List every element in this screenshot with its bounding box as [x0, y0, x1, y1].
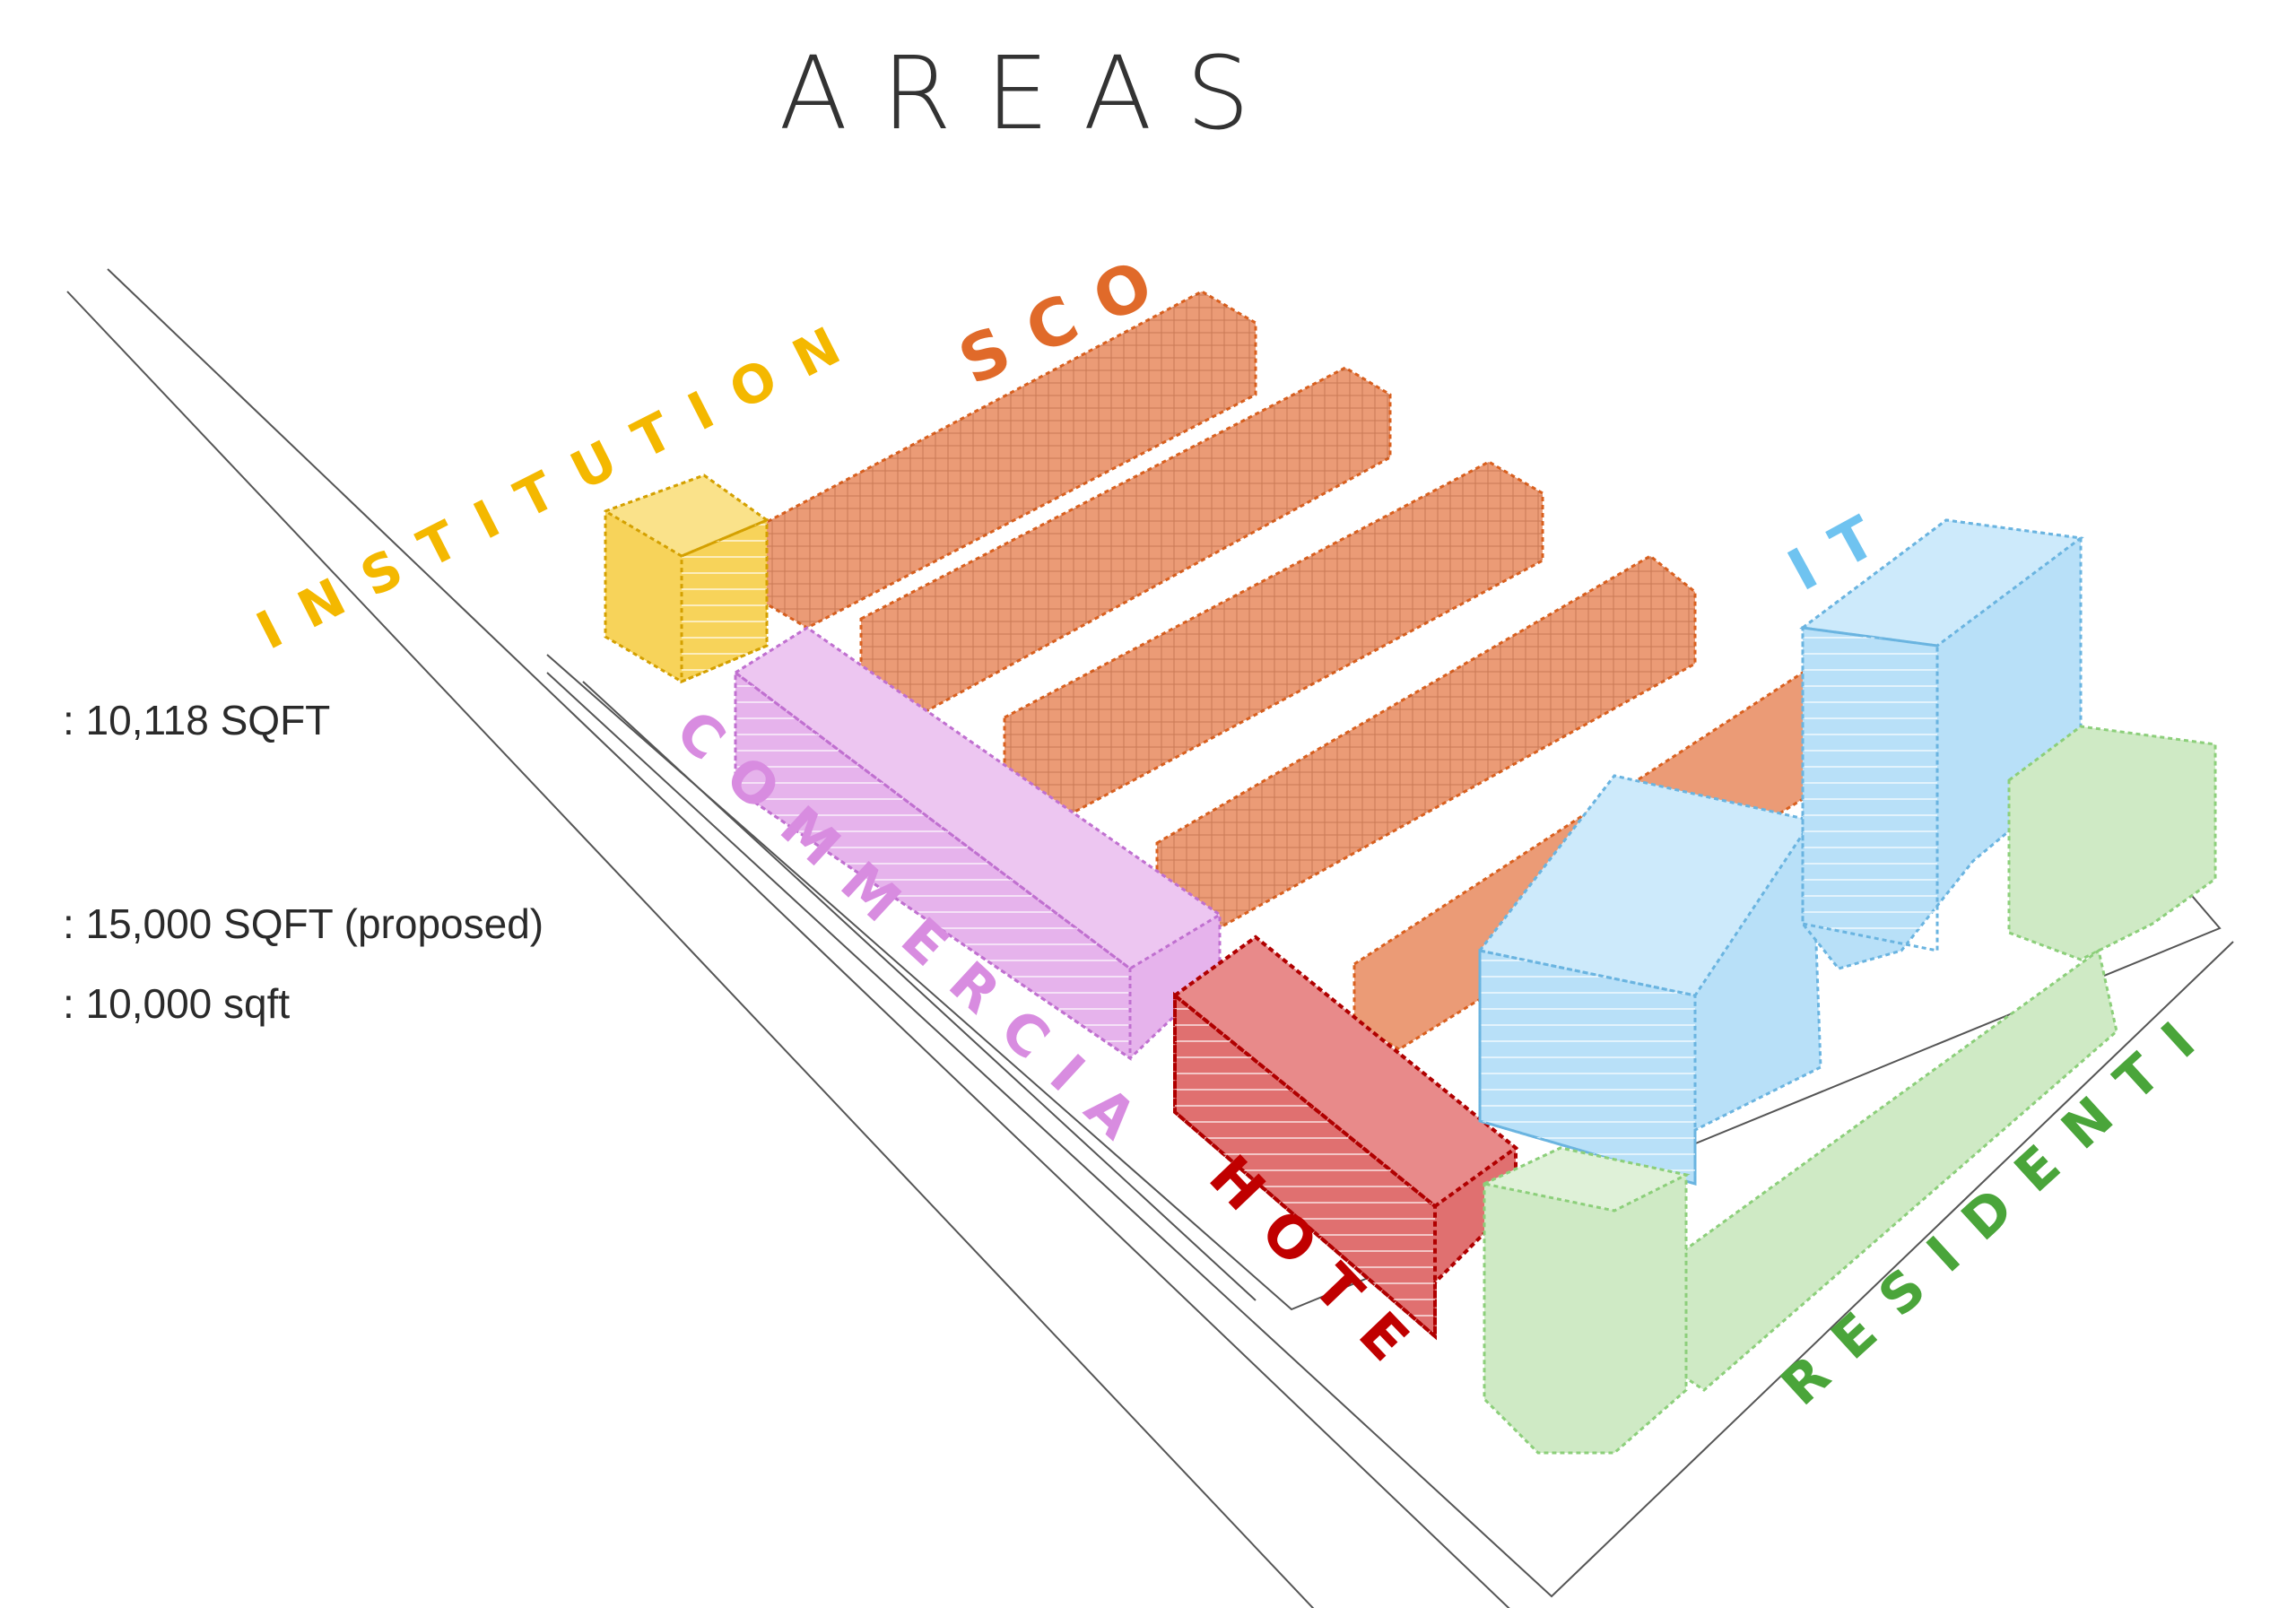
residential-tower-right: [2007, 725, 2217, 961]
service-lane: [582, 681, 1257, 1301]
area-note-2: : 15,000 SQFT (proposed): [63, 900, 544, 947]
institutional-block: [602, 474, 770, 684]
commercial-block: [733, 626, 1222, 1061]
plot-boundary-2: [546, 672, 2234, 1598]
residential-blocks: [1480, 725, 2217, 1455]
residential-slab: [1675, 948, 2118, 1392]
road-edge-inner: [107, 268, 1510, 1608]
it-towers: [1477, 518, 2084, 1186]
area-note-3: : 10,000 sqft: [63, 980, 291, 1027]
road-edge-outer: [66, 291, 1315, 1608]
area-note-1: : 10,118 SQFT: [63, 697, 331, 743]
hotel-block: [1171, 934, 1519, 1341]
page-title: AREAS: [778, 36, 1284, 152]
sco-facade-texture: [753, 291, 1695, 933]
